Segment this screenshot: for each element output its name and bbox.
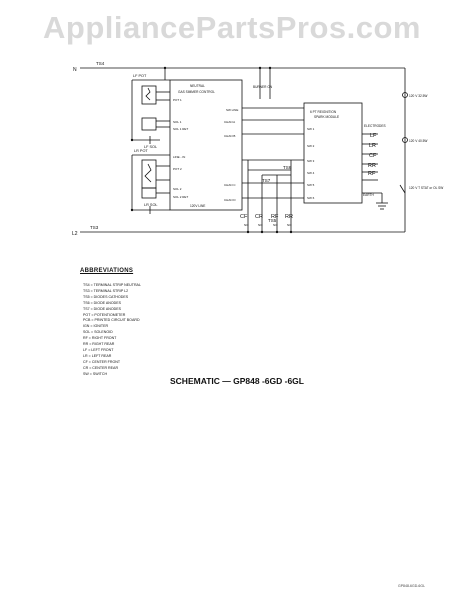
abbreviation-item: TS7 = DIODE ANODES [83, 306, 122, 311]
spark-module-box [303, 102, 363, 204]
label-lf-pot: LF POT [133, 74, 147, 78]
label-no-2: NO [258, 223, 263, 227]
label-chan-d: CHAN D [224, 198, 236, 202]
label-pot1: POT 1 [173, 98, 182, 102]
label-rf: RF [368, 171, 376, 177]
label-switch-cr: CR [255, 214, 263, 220]
label-sw3: SW 3 [307, 159, 315, 163]
abbreviation-item: TS3 = TERMINAL STRIP L2 [83, 288, 129, 293]
label-l2: L2 [72, 231, 78, 237]
label-burner-on: BURNER ON [253, 85, 273, 89]
label-switch-rr: RR [285, 214, 293, 220]
label-sw-line: SW LINE [226, 108, 238, 112]
label-no-4: NO [287, 223, 292, 227]
lr-sol [141, 187, 157, 199]
label-sw5: SW 5 [307, 183, 315, 187]
label-electrodes: ELECTRODES [364, 124, 386, 128]
label-no-1: NO [244, 223, 249, 227]
label-lamp2: 120 V 40.5W [409, 139, 427, 143]
label-chan-a: CHAN A [224, 120, 235, 124]
abbreviation-item: TS4 = TERMINAL STRIP NEUTRAL [83, 283, 141, 287]
label-lf-sol: LF SOL [144, 145, 157, 149]
label-sol1: SOL 1 [173, 120, 182, 124]
label-lr-sol: LR SOL [144, 203, 158, 207]
label-earth: EARTH [363, 193, 374, 197]
label-sol2-ret: SOL 2 RET [173, 195, 188, 199]
abbreviation-item: TS5 = DIODES CATHODES [83, 294, 129, 299]
abbreviation-item: SW = SWITCH [83, 371, 108, 376]
abbreviation-item: PCB = PRINTED CIRCUIT BOARD [83, 318, 140, 323]
label-chan-b: CHAN B [224, 134, 235, 138]
label-lf: LF [370, 133, 377, 139]
label-lamp1: 120 V 32.5W [409, 94, 427, 98]
label-chan-c: CHAN C [224, 183, 236, 187]
label-sw1: SW 1 [307, 127, 315, 131]
label-ts3: TS3 [90, 225, 99, 230]
label-line-in: LINE - IN [173, 155, 185, 159]
lf-pot [141, 85, 157, 105]
label-lr-pot: LR POT [134, 149, 148, 153]
lr-pot [141, 159, 157, 189]
label-sw2: SW 2 [307, 144, 315, 148]
label-line-120v: 120V LINE [190, 204, 205, 208]
lf-sol [141, 117, 157, 131]
label-cf: CF [369, 153, 377, 159]
label-rr: RR [368, 163, 376, 169]
label-lr: LR [369, 143, 376, 149]
gas-simmer-control-box [169, 79, 243, 211]
footer-code: GP848-6GD-6GL [398, 584, 426, 588]
label-ts7: TS7 [262, 178, 271, 183]
label-switch-cf: CF [240, 214, 248, 220]
abbreviation-item: CF = CENTER FRONT [83, 359, 121, 364]
label-ts5: TS5 [268, 218, 277, 223]
abbreviation-item: CR = CENTER REAR [83, 365, 119, 370]
abbreviation-item: POT = POTENTIOMETER [83, 312, 126, 317]
label-switch-rf: RF [271, 214, 279, 220]
watermark-logo: AppliancePartsPros.com [43, 10, 421, 45]
abbreviation-item: RF = RIGHT FRONT [83, 336, 117, 341]
label-n: N [73, 67, 77, 73]
label-sw4: SW 4 [307, 171, 315, 175]
label-spark-a: 6 PT REIGNITION [310, 110, 337, 114]
label-sw6: SW 6 [307, 196, 315, 200]
abbreviation-item: LR = LEFT REAR [83, 353, 112, 358]
abbreviation-item: LF = LEFT FRONT [83, 347, 114, 352]
label-ts6: TS6 [283, 165, 292, 170]
label-ts4: TS4 [96, 61, 105, 66]
abbreviation-item: RR = RIGHT REAR [83, 342, 115, 347]
label-pot2: POT 2 [173, 167, 182, 171]
abbreviations-heading: ABBREVIATIONS [80, 268, 134, 274]
label-control-b: GAS SIMMER CONTROL [178, 90, 215, 94]
abbreviation-item: IGN = IGNITER [83, 324, 109, 329]
label-sol2: SOL 2 [173, 187, 182, 191]
abbreviation-item: TS6 = DIODE ANODES [83, 300, 122, 305]
label-no-3: NO [273, 223, 278, 227]
label-thermo: 120 V T STAT or OL SW [409, 186, 443, 190]
label-spark-b: SPARK MODULE [314, 115, 339, 119]
schematic-title: SCHEMATIC — GP848 -6GD -6GL [170, 376, 304, 386]
label-sol1-ret: SOL 1 RET [173, 127, 188, 131]
abbreviation-item: SOL = SOLENOID [83, 330, 113, 335]
label-control-a: NEUTRAL [190, 84, 205, 88]
